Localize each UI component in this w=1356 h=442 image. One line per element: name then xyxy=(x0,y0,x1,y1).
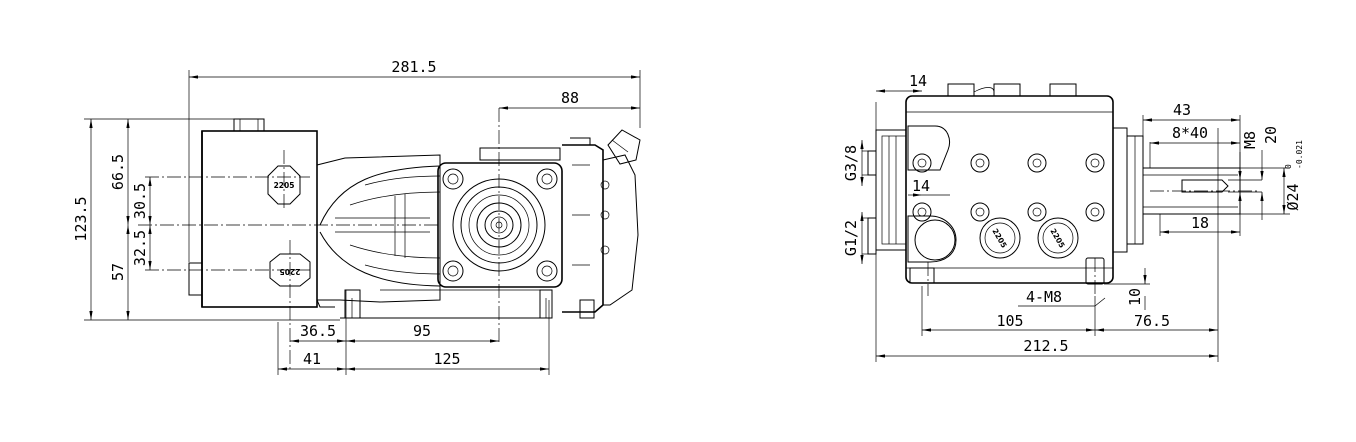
dim-overall-width: 212.5 xyxy=(1023,337,1068,355)
front-view: 2205 2205 xyxy=(842,72,1304,362)
dim-shaft-diameter-group: Ø24 0 -0.021 xyxy=(1284,140,1304,211)
front-plug-2: 2205 xyxy=(1037,217,1079,259)
dim-upper-port: 66.5 xyxy=(109,154,127,190)
shaft-assembly xyxy=(1112,127,1260,253)
dim-port-offset-top: 14 xyxy=(909,72,927,90)
dim-foot-height: 10 xyxy=(1126,288,1144,306)
dim-overall-length: 281.5 xyxy=(391,58,436,76)
inlet-fitting xyxy=(867,125,957,263)
dim-port-spacing-lower: 32.5 xyxy=(131,230,149,266)
front-flange xyxy=(437,162,563,288)
dim-thread: M8 xyxy=(1241,131,1259,149)
dim-mount-offset: 76.5 xyxy=(1134,312,1170,330)
dim-base-d: 125 xyxy=(433,350,460,368)
pump-body xyxy=(905,83,1114,296)
side-view: 2205 2205 xyxy=(72,58,641,375)
plug-label: 2205 xyxy=(1048,227,1066,250)
plug-label: 2205 xyxy=(990,227,1008,250)
dim-shaft-length: 43 xyxy=(1173,101,1191,119)
rear-housing xyxy=(539,129,641,319)
dim-lower-height: 57 xyxy=(109,263,127,281)
crankcase-body xyxy=(316,147,561,319)
dim-base-b: 95 xyxy=(413,322,431,340)
dim-shaft-tolerance-upper: 0 xyxy=(1284,164,1293,169)
dim-mount-spacing: 105 xyxy=(996,312,1023,330)
dim-keyway: 8*40 xyxy=(1172,124,1208,142)
dim-port-offset-mid: 14 xyxy=(912,177,930,195)
dim-shaft-key: 20 xyxy=(1262,126,1280,144)
dim-outlet-thread: G1/2 xyxy=(842,220,860,256)
manifold-block xyxy=(188,118,318,308)
front-plug-1: 2205 xyxy=(979,217,1021,259)
dim-shaft-end: 88 xyxy=(561,89,579,107)
dim-shaft-tolerance-lower: -0.021 xyxy=(1295,140,1304,169)
dim-base-c: 41 xyxy=(303,350,321,368)
dim-port-spacing-upper: 30.5 xyxy=(131,183,149,219)
dim-shaft-step: 18 xyxy=(1191,214,1209,232)
dim-mount-holes: 4-M8 xyxy=(1026,288,1062,306)
dim-base-a: 36.5 xyxy=(300,322,336,340)
dim-inlet-thread: G3/8 xyxy=(842,145,860,181)
dim-overall-height: 123.5 xyxy=(72,196,90,241)
dim-shaft-diameter: Ø24 xyxy=(1284,183,1302,210)
bolt-pattern xyxy=(912,153,1105,222)
